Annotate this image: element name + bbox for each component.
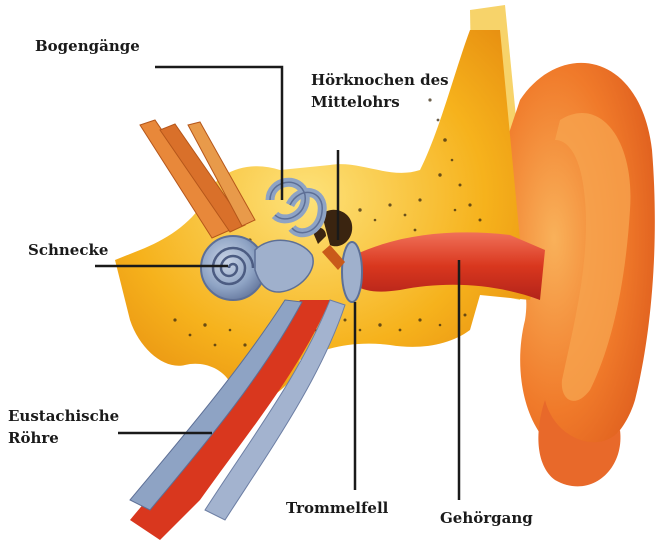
label-hoerknochen-line2: Mittelohrs [311,92,400,112]
label-hoerknochen-line1: Hörknochen des [311,70,449,90]
label-eustachische-line1: Eustachische [8,406,119,426]
label-bogengaenge: Bogengänge [35,36,140,56]
label-gehoergang: Gehörgang [440,508,533,528]
label-trommelfell: Trommelfell [286,498,388,518]
eardrum [342,242,362,302]
label-schnecke: Schnecke [28,240,108,260]
label-eustachische-line2: Röhre [8,428,59,448]
